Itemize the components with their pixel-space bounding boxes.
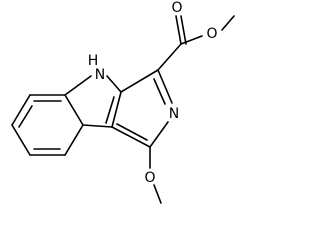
bond xyxy=(153,184,162,204)
methoxy-o-label: O xyxy=(144,170,155,186)
bond xyxy=(11,94,31,126)
bond xyxy=(180,15,187,45)
pyridine-n-label: N xyxy=(169,106,179,122)
bond xyxy=(120,69,159,93)
bond xyxy=(106,75,122,93)
indole-n-label: N xyxy=(95,67,105,83)
bond xyxy=(111,126,151,148)
bond xyxy=(157,69,173,104)
methyl-ester-group xyxy=(157,15,235,71)
benzene-ring xyxy=(11,94,84,156)
bond xyxy=(149,121,169,148)
double-bond-inner xyxy=(18,105,33,128)
bond xyxy=(175,15,182,45)
carbonyl-o-label: O xyxy=(171,0,182,16)
bond xyxy=(82,124,113,128)
bond xyxy=(64,94,84,126)
double-bond-inner xyxy=(116,123,148,141)
double-bond-inner xyxy=(153,78,166,105)
bond xyxy=(111,91,122,128)
bond xyxy=(180,35,203,45)
bond xyxy=(64,75,92,96)
chemical-structure-diagram: H N N O O O xyxy=(11,0,235,204)
pyrrole-ring xyxy=(64,75,122,128)
double-bond-inner xyxy=(105,96,115,124)
bond xyxy=(64,124,84,156)
indole-nh-label: H xyxy=(88,53,99,69)
bond xyxy=(221,15,235,31)
ester-o-label: O xyxy=(206,26,217,42)
bond xyxy=(157,43,182,71)
pyridine-ring xyxy=(111,69,173,148)
methoxy-group xyxy=(149,146,162,204)
bond xyxy=(11,124,31,156)
